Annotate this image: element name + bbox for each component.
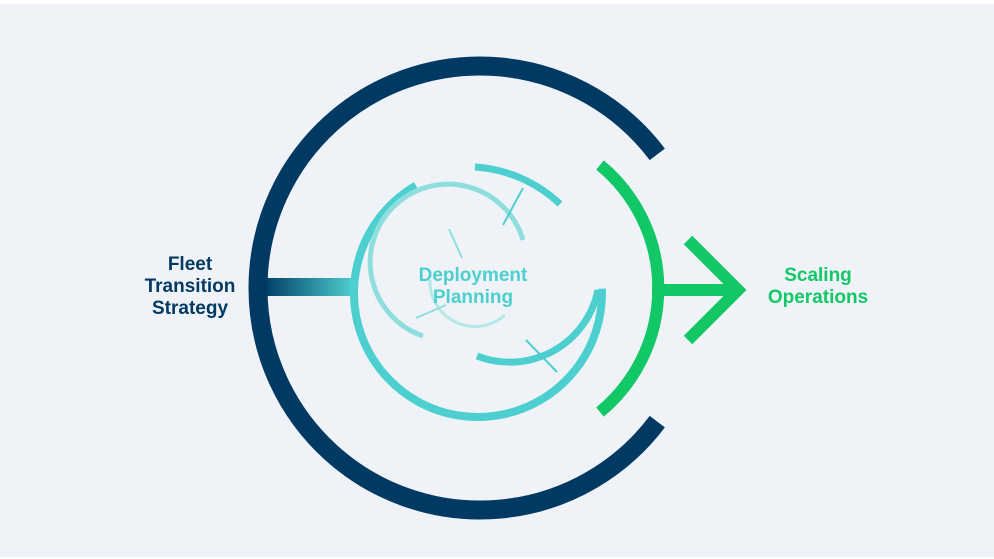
light-arc-inner — [428, 279, 506, 328]
label-left-line2: Transition — [144, 276, 236, 297]
light-arc-outer — [367, 181, 526, 339]
green-arc — [596, 160, 665, 417]
label-right-line2: Operations — [767, 287, 869, 308]
label-left-line1: Fleet — [167, 254, 213, 275]
arrow-right-icon — [652, 235, 747, 345]
label-center-line1: Deployment — [418, 265, 528, 286]
label-center-line2: Planning — [432, 287, 514, 308]
inner-arc-top — [474, 163, 563, 207]
spoke-top-right — [502, 187, 524, 226]
middle-teal-ring — [349, 182, 606, 421]
label-deployment-planning: Deployment Planning — [398, 265, 548, 309]
outer-navy-ring — [248, 56, 665, 520]
diagram-panel — [0, 4, 994, 557]
label-fleet-transition-strategy: Fleet Transition Strategy — [120, 254, 260, 320]
label-scaling-operations: Scaling Operations — [748, 265, 888, 309]
spoke-upper-left — [448, 228, 463, 259]
spoke-bottom-right — [525, 339, 558, 373]
inner-arc-bottom — [475, 289, 602, 366]
label-right-line1: Scaling — [784, 265, 852, 286]
spoke-lower-left — [415, 304, 447, 319]
connector-bar — [262, 278, 354, 296]
label-left-line3: Strategy — [151, 298, 229, 319]
